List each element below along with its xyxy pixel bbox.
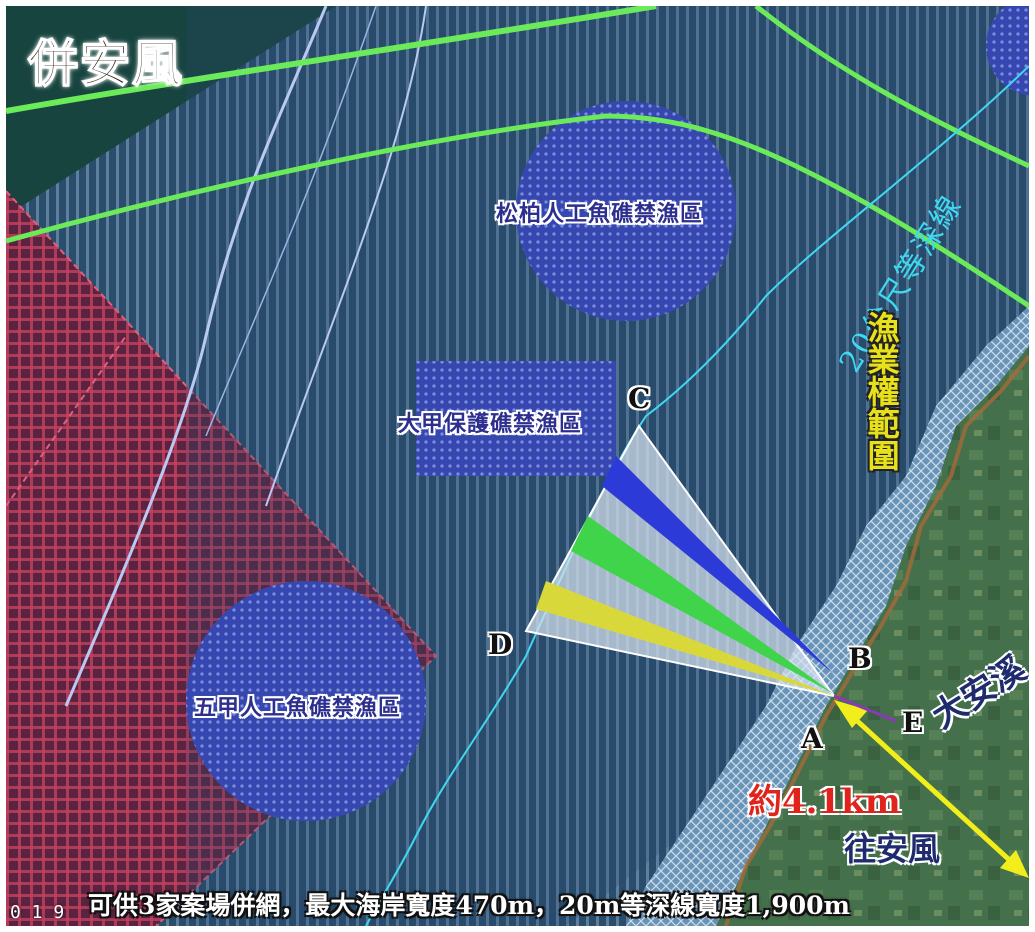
toward-label: 往安風 — [844, 830, 941, 868]
distance-label: 約4.1km — [748, 782, 901, 822]
distance-arrow — [852, 716, 1018, 868]
dajia-reserve-area — [416, 361, 616, 476]
map-canvas: 併安風 松柏人工魚礁禁漁區 大甲保護礁禁漁區 五甲人工魚礁禁漁區 C D B A… — [6, 6, 1029, 926]
map-graphics — [6, 6, 1029, 926]
wujia-reserve-area — [186, 581, 426, 821]
point-e-label: E — [902, 706, 924, 739]
point-c-label: C — [628, 382, 651, 415]
dajia-reserve-label: 大甲保護礁禁漁區 — [398, 411, 583, 437]
green-cable-route — [6, 6, 657, 114]
map-title: 併安風 — [27, 33, 184, 94]
map-caption: 可供3家案場併網，最大海岸寬度470m，20m等深線寬度1,900m — [88, 891, 851, 920]
sector-band-green — [571, 516, 834, 694]
point-b-label: B — [848, 642, 872, 675]
wujia-reserve-label: 五甲人工魚礁禁漁區 — [194, 695, 402, 721]
fishery-rights-label: 漁業權範圍 — [862, 311, 901, 471]
songbai-reserve-area — [516, 101, 736, 321]
scale-bar-fragment: 0 1 9 — [10, 902, 65, 923]
sector-band-blue — [602, 456, 834, 674]
land-top-left — [6, 6, 336, 216]
point-a-label: A — [801, 722, 823, 755]
sector-band-yellow — [536, 581, 834, 696]
songbai-reserve-label: 松柏人工魚礁禁漁區 — [496, 201, 704, 227]
point-d-label: D — [488, 628, 513, 661]
